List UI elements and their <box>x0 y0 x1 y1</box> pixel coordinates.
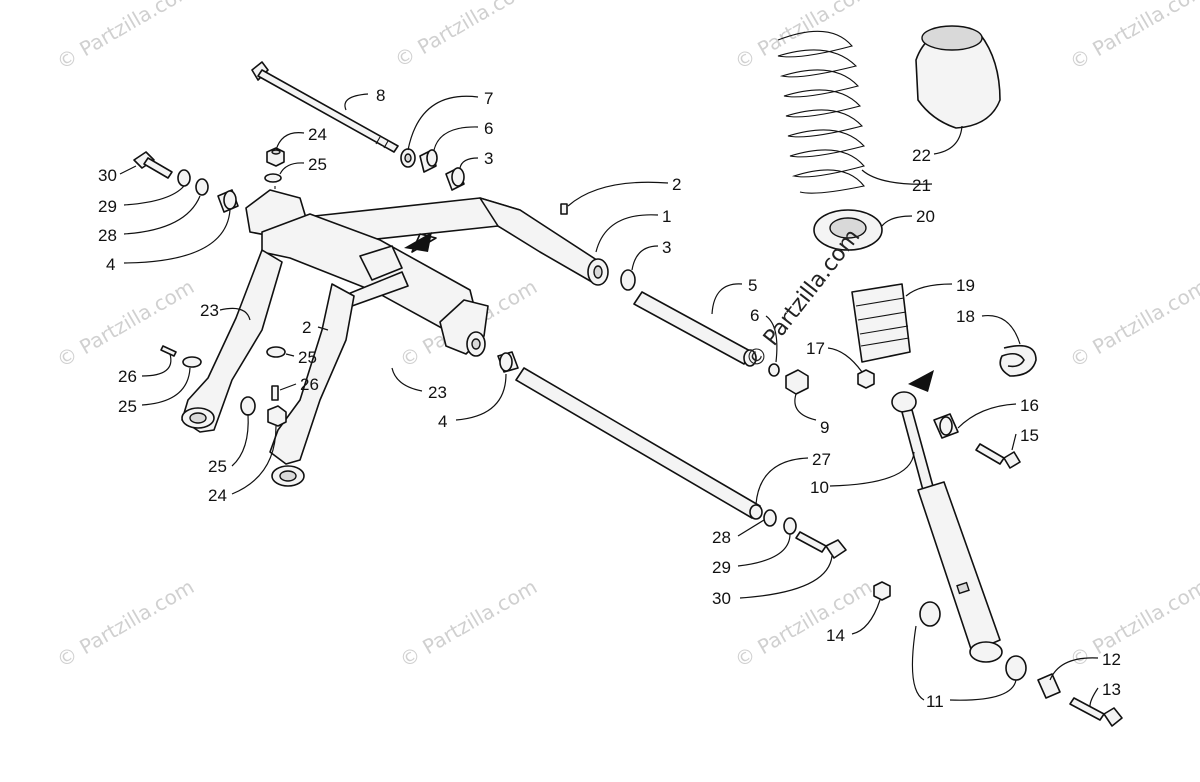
callout-10: 10 <box>810 478 829 497</box>
parts-24-25-26-arm-hardware <box>160 345 287 427</box>
svg-text:© Partzilla.com: © Partzilla.com <box>731 0 877 74</box>
callout-13: 13 <box>1102 680 1121 699</box>
part-17-nut <box>857 369 875 389</box>
part-18-clip <box>999 344 1037 377</box>
callout-17: 17 <box>806 339 825 358</box>
callout-29-right: 29 <box>712 558 731 577</box>
callout-6-upper: 6 <box>484 119 493 138</box>
callout-29-left: 29 <box>98 197 117 216</box>
center-watermark-text: © Partzilla.com <box>741 225 865 374</box>
callout-25-left: 25 <box>118 397 137 416</box>
callout-labels: 8 7 6 3 24 25 30 29 28 4 2 1 3 5 6 9 23 … <box>98 86 1121 711</box>
callout-4-left: 4 <box>106 255 115 274</box>
part-23-arms <box>181 249 355 487</box>
svg-text:© Partzilla.com: © Partzilla.com <box>396 574 542 672</box>
callout-9: 9 <box>820 418 829 437</box>
callout-8: 8 <box>376 86 385 105</box>
callout-30-left: 30 <box>98 166 117 185</box>
callout-2-upper: 2 <box>672 175 681 194</box>
callout-3-right: 3 <box>662 238 671 257</box>
callout-27: 27 <box>812 450 831 469</box>
part-4-27-lower-shaft <box>497 351 763 520</box>
parts-15-16 <box>933 413 1021 469</box>
callout-16: 16 <box>1020 396 1039 415</box>
callout-24-upper: 24 <box>308 125 327 144</box>
callout-14: 14 <box>826 626 845 645</box>
callout-24-lower: 24 <box>208 486 227 505</box>
svg-text:© Partzilla.com: © Partzilla.com <box>53 0 199 74</box>
watermark-text: © Partzilla.com <box>731 574 877 672</box>
part-10-shock-absorber <box>891 370 1003 663</box>
center-watermark: © Partzilla.com <box>741 225 865 374</box>
watermark-text: © Partzilla.com <box>391 0 537 72</box>
callout-12: 12 <box>1102 650 1121 669</box>
callout-25-upper: 25 <box>308 155 327 174</box>
parts-30-29-28-left <box>133 151 239 213</box>
svg-text:© Partzilla.com: © Partzilla.com <box>391 0 537 72</box>
callout-28-right: 28 <box>712 528 731 547</box>
svg-text:© Partzilla.com: © Partzilla.com <box>53 574 199 672</box>
callout-21: 21 <box>912 176 931 195</box>
callout-28-left: 28 <box>98 226 117 245</box>
part-5-shaft <box>633 291 757 367</box>
part-1-swing-arm <box>245 189 609 357</box>
watermark-text: © Partzilla.com <box>53 574 199 672</box>
watermark-text: © Partzilla.com <box>1066 0 1200 74</box>
callout-20: 20 <box>916 207 935 226</box>
watermark-text: © Partzilla.com <box>1066 274 1200 372</box>
part-3-right-bushing <box>620 269 636 291</box>
watermark-text: © Partzilla.com <box>53 0 199 74</box>
callout-30-right: 30 <box>712 589 731 608</box>
part-8-long-bolt <box>251 61 399 153</box>
watermark-text: © Partzilla.com <box>53 274 199 372</box>
part-19-bumper <box>851 283 911 363</box>
callout-26-mid: 26 <box>300 375 319 394</box>
svg-text:© Partzilla.com: © Partzilla.com <box>53 274 199 372</box>
callout-15: 15 <box>1020 426 1039 445</box>
parts-11-12-13-14-lower <box>873 581 1123 727</box>
callout-18: 18 <box>956 307 975 326</box>
callout-2-lower: 2 <box>302 318 311 337</box>
parts-28-29-30-right <box>763 509 847 559</box>
callout-6-right: 6 <box>750 306 759 325</box>
callout-3-upper: 3 <box>484 149 493 168</box>
callout-1: 1 <box>662 207 671 226</box>
svg-text:© Partzilla.com: © Partzilla.com <box>1066 274 1200 372</box>
callout-7: 7 <box>484 89 493 108</box>
watermark-text: © Partzilla.com <box>731 0 877 74</box>
callout-19: 19 <box>956 276 975 295</box>
callout-22: 22 <box>912 146 931 165</box>
parts-7-6-3-upper <box>400 148 465 191</box>
leader-lines <box>119 93 1099 707</box>
watermark-text: © Partzilla.com <box>396 574 542 672</box>
parts-24-25-top <box>264 147 285 206</box>
callout-25-mid: 25 <box>298 348 317 367</box>
svg-text:© Partzilla.com: © Partzilla.com <box>1066 0 1200 74</box>
callout-11: 11 <box>926 692 944 711</box>
callout-23-right: 23 <box>428 383 447 402</box>
parts-6-9-right <box>768 363 809 395</box>
part-21-spring <box>777 30 866 194</box>
callout-26-left: 26 <box>118 367 137 386</box>
part-20-spring-retainer <box>813 209 883 251</box>
callout-5: 5 <box>748 276 757 295</box>
background-watermarks: © Partzilla.com © Partzilla.com © Partzi… <box>53 0 1200 672</box>
callout-23-left: 23 <box>200 301 219 320</box>
part-22-bump-cup <box>915 25 1001 129</box>
svg-text:© Partzilla.com: © Partzilla.com <box>731 574 877 672</box>
callout-4-lower: 4 <box>438 412 447 431</box>
callout-25-lower: 25 <box>208 457 227 476</box>
